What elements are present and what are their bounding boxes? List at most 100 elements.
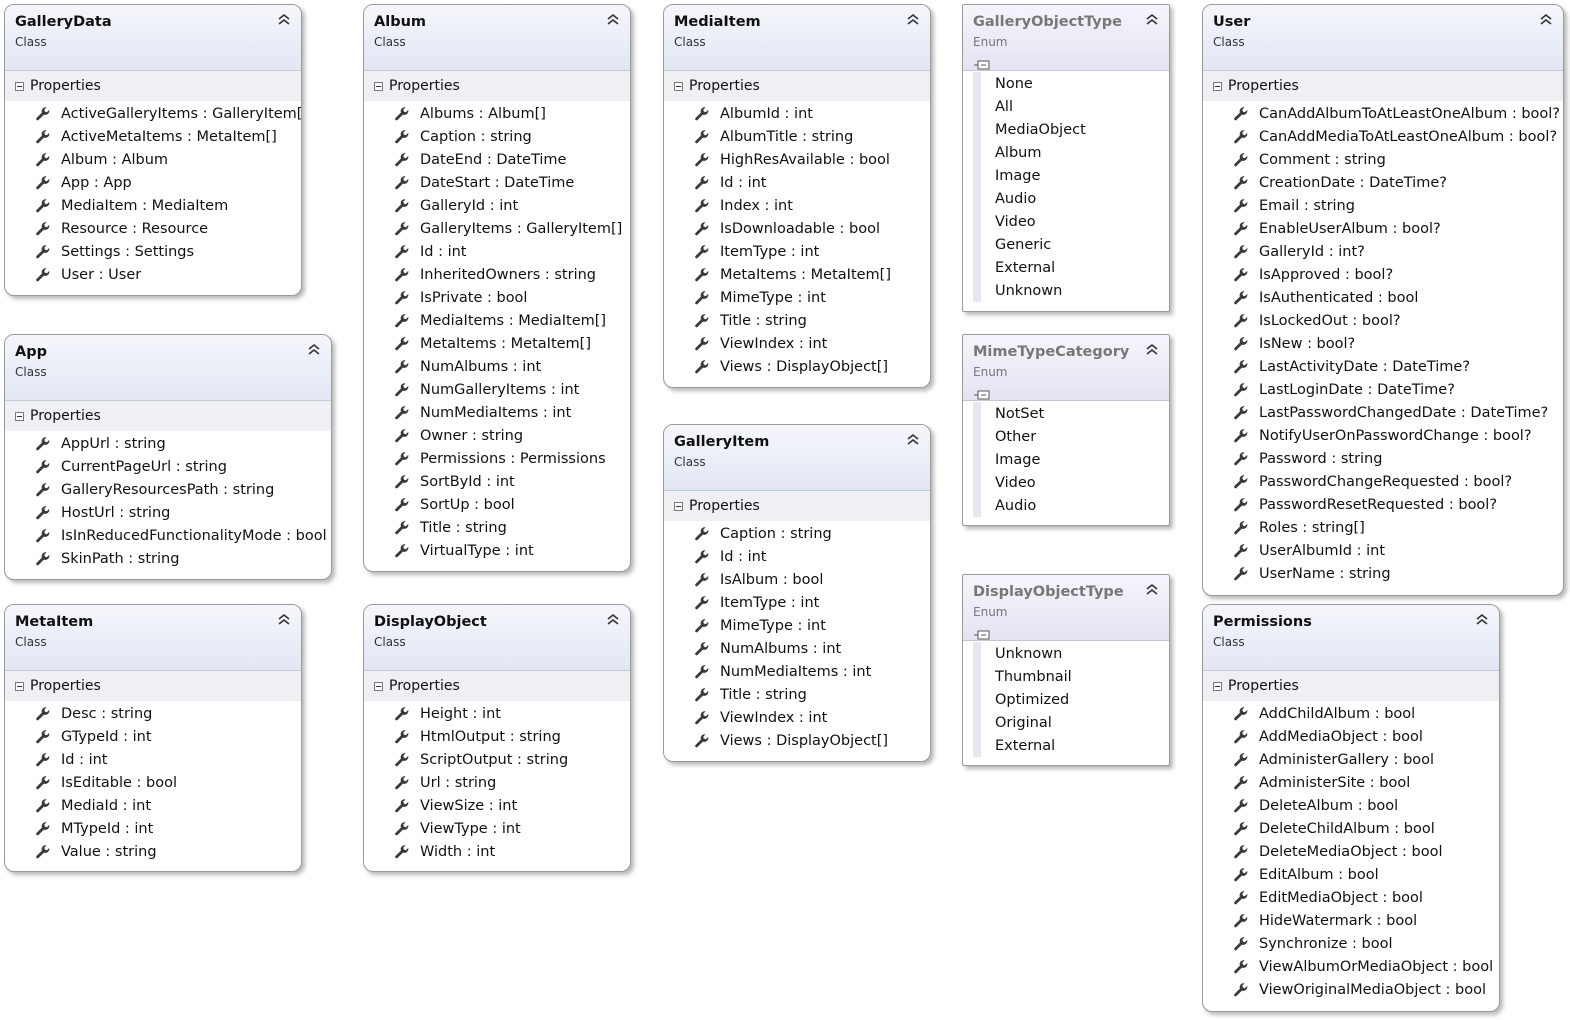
property-item[interactable]: Password : string bbox=[1203, 447, 1563, 470]
enum-value[interactable]: External bbox=[995, 259, 1056, 276]
property-item[interactable]: ActiveGalleryItems : GalleryItem[] bbox=[5, 102, 301, 125]
property-item[interactable]: Title : string bbox=[664, 309, 930, 332]
minus-box-icon[interactable] bbox=[374, 681, 383, 691]
properties-section-header[interactable]: Properties bbox=[1203, 671, 1499, 701]
property-item[interactable]: IsAlbum : bool bbox=[664, 568, 930, 591]
property-item[interactable]: DateStart : DateTime bbox=[364, 171, 630, 194]
double-chevron-up-icon[interactable] bbox=[606, 11, 620, 25]
property-item[interactable]: ViewSize : int bbox=[364, 794, 630, 817]
properties-section-header[interactable]: Properties bbox=[364, 671, 630, 701]
property-item[interactable]: Settings : Settings bbox=[5, 240, 301, 263]
double-chevron-up-icon[interactable] bbox=[1145, 581, 1159, 595]
enum-value[interactable]: All bbox=[995, 98, 1013, 115]
property-item[interactable]: MetaItems : MetaItem[] bbox=[364, 332, 630, 355]
minus-box-icon[interactable] bbox=[674, 81, 683, 91]
enum-value[interactable]: MediaObject bbox=[995, 121, 1086, 138]
property-item[interactable]: Id : int bbox=[664, 171, 930, 194]
property-item[interactable]: LastActivityDate : DateTime? bbox=[1203, 355, 1563, 378]
property-item[interactable]: Email : string bbox=[1203, 194, 1563, 217]
property-item[interactable]: CreationDate : DateTime? bbox=[1203, 171, 1563, 194]
double-chevron-up-icon[interactable] bbox=[906, 431, 920, 445]
property-item[interactable]: IsLockedOut : bool? bbox=[1203, 309, 1563, 332]
property-item[interactable]: PasswordChangeRequested : bool? bbox=[1203, 470, 1563, 493]
property-item[interactable]: Views : DisplayObject[] bbox=[664, 729, 930, 752]
property-item[interactable]: AdministerGallery : bool bbox=[1203, 748, 1499, 771]
property-item[interactable]: Url : string bbox=[364, 771, 630, 794]
enum-value[interactable]: External bbox=[995, 737, 1056, 754]
double-chevron-up-icon[interactable] bbox=[906, 11, 920, 25]
enum-value[interactable]: NotSet bbox=[995, 405, 1045, 422]
property-item[interactable]: ViewIndex : int bbox=[664, 706, 930, 729]
property-item[interactable]: User : User bbox=[5, 263, 301, 286]
property-item[interactable]: HostUrl : string bbox=[5, 501, 331, 524]
enum-value[interactable]: Album bbox=[995, 144, 1042, 161]
enum-value[interactable]: Thumbnail bbox=[995, 668, 1072, 685]
property-item[interactable]: IsEditable : bool bbox=[5, 771, 301, 794]
property-item[interactable]: ScriptOutput : string bbox=[364, 748, 630, 771]
property-item[interactable]: Caption : string bbox=[364, 125, 630, 148]
property-item[interactable]: UserAlbumId : int bbox=[1203, 539, 1563, 562]
properties-section-header[interactable]: Properties bbox=[364, 71, 630, 101]
property-item[interactable]: GalleryId : int bbox=[364, 194, 630, 217]
property-item[interactable]: InheritedOwners : string bbox=[364, 263, 630, 286]
property-item[interactable]: GalleryId : int? bbox=[1203, 240, 1563, 263]
property-item[interactable]: MimeType : int bbox=[664, 614, 930, 637]
property-item[interactable]: ActiveMetaItems : MetaItem[] bbox=[5, 125, 301, 148]
property-item[interactable]: AlbumId : int bbox=[664, 102, 930, 125]
property-item[interactable]: IsDownloadable : bool bbox=[664, 217, 930, 240]
enum-value[interactable]: Video bbox=[995, 213, 1036, 230]
property-item[interactable]: NumGalleryItems : int bbox=[364, 378, 630, 401]
property-item[interactable]: CanAddMediaToAtLeastOneAlbum : bool? bbox=[1203, 125, 1563, 148]
property-item[interactable]: DateEnd : DateTime bbox=[364, 148, 630, 171]
property-item[interactable]: ViewAlbumOrMediaObject : bool bbox=[1203, 955, 1499, 978]
property-item[interactable]: Title : string bbox=[664, 683, 930, 706]
property-item[interactable]: NumAlbums : int bbox=[664, 637, 930, 660]
double-chevron-up-icon[interactable] bbox=[1539, 11, 1553, 25]
property-item[interactable]: EditAlbum : bool bbox=[1203, 863, 1499, 886]
property-item[interactable]: GTypeId : int bbox=[5, 725, 301, 748]
property-item[interactable]: MimeType : int bbox=[664, 286, 930, 309]
enum-value[interactable]: Unknown bbox=[995, 282, 1063, 299]
property-item[interactable]: Id : int bbox=[5, 748, 301, 771]
double-chevron-up-icon[interactable] bbox=[277, 11, 291, 25]
double-chevron-up-icon[interactable] bbox=[1145, 341, 1159, 355]
property-item[interactable]: IsPrivate : bool bbox=[364, 286, 630, 309]
property-item[interactable]: IsNew : bool? bbox=[1203, 332, 1563, 355]
minus-box-icon[interactable] bbox=[15, 411, 24, 421]
enum-value[interactable]: None bbox=[995, 75, 1033, 92]
property-item[interactable]: NotifyUserOnPasswordChange : bool? bbox=[1203, 424, 1563, 447]
double-chevron-up-icon[interactable] bbox=[1145, 11, 1159, 25]
property-item[interactable]: IsAuthenticated : bool bbox=[1203, 286, 1563, 309]
property-item[interactable]: CurrentPageUrl : string bbox=[5, 455, 331, 478]
property-item[interactable]: ViewOriginalMediaObject : bool bbox=[1203, 978, 1499, 1001]
property-item[interactable]: Owner : string bbox=[364, 424, 630, 447]
property-item[interactable]: CanAddAlbumToAtLeastOneAlbum : bool? bbox=[1203, 102, 1563, 125]
property-item[interactable]: MediaItem : MediaItem bbox=[5, 194, 301, 217]
property-item[interactable]: Caption : string bbox=[664, 522, 930, 545]
double-chevron-up-icon[interactable] bbox=[307, 341, 321, 355]
enum-value[interactable]: Audio bbox=[995, 497, 1037, 514]
property-item[interactable]: SortUp : bool bbox=[364, 493, 630, 516]
property-item[interactable]: Roles : string[] bbox=[1203, 516, 1563, 539]
enum-value[interactable]: Unknown bbox=[995, 645, 1063, 662]
properties-section-header[interactable]: Properties bbox=[1203, 71, 1563, 101]
property-item[interactable]: Title : string bbox=[364, 516, 630, 539]
property-item[interactable]: Id : int bbox=[664, 545, 930, 568]
minus-box-icon[interactable] bbox=[15, 681, 24, 691]
minus-box-icon[interactable] bbox=[1213, 81, 1222, 91]
property-item[interactable]: Album : Album bbox=[5, 148, 301, 171]
minus-box-icon[interactable] bbox=[674, 501, 683, 511]
property-item[interactable]: EditMediaObject : bool bbox=[1203, 886, 1499, 909]
property-item[interactable]: IsApproved : bool? bbox=[1203, 263, 1563, 286]
properties-section-header[interactable]: Properties bbox=[5, 401, 331, 431]
property-item[interactable]: NumMediaItems : int bbox=[664, 660, 930, 683]
double-chevron-up-icon[interactable] bbox=[277, 611, 291, 625]
property-item[interactable]: EnableUserAlbum : bool? bbox=[1203, 217, 1563, 240]
property-item[interactable]: ItemType : int bbox=[664, 240, 930, 263]
